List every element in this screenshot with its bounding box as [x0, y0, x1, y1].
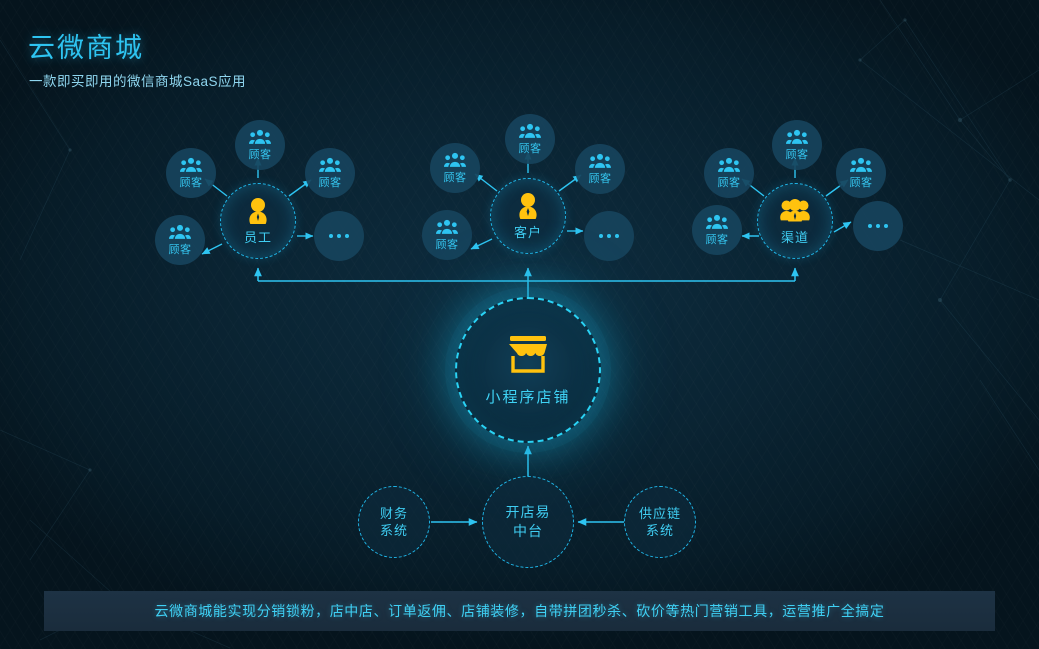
system-node-label: 财务 系统	[380, 505, 408, 539]
system-label-line1: 财务	[379, 506, 408, 521]
single-person-icon	[245, 197, 271, 225]
list-item[interactable]: 顾客	[836, 148, 886, 198]
list-item-label: 顾客	[588, 172, 612, 185]
single-person-icon	[515, 192, 541, 220]
page-subtitle: 一款即买即用的微信商城SaaS应用	[29, 74, 247, 89]
list-item-label: 顾客	[518, 142, 542, 155]
ellipsis-icon	[599, 234, 619, 238]
list-item-label: 顾客	[318, 176, 342, 189]
list-item-label: 顾客	[717, 176, 741, 189]
list-item[interactable]: 顾客	[155, 215, 205, 265]
list-item[interactable]: 顾客	[430, 143, 480, 193]
group-people-icon	[169, 224, 191, 240]
group-people-icon	[319, 157, 341, 173]
cluster-hub-employee[interactable]: 员工	[220, 183, 296, 259]
list-item[interactable]: 顾客	[772, 120, 822, 170]
cluster-hub-label: 员工	[243, 229, 272, 245]
list-item-label: 顾客	[705, 233, 729, 246]
list-item[interactable]: 顾客	[704, 148, 754, 198]
list-item[interactable]: 顾客	[692, 205, 742, 255]
list-item[interactable]: 顾客	[575, 144, 625, 194]
group-people-icon	[780, 197, 810, 225]
group-people-icon	[444, 152, 466, 168]
group-people-icon	[589, 153, 611, 169]
list-item-label: 顾客	[849, 176, 873, 189]
ellipsis-icon	[868, 224, 888, 228]
list-item[interactable]	[314, 211, 364, 261]
system-label-line2: 系统	[379, 523, 408, 538]
footer-text: 云微商城能实现分销锁粉，店中店、订单返佣、店铺装修，自带拼团秒杀、砍价等热门营销…	[154, 603, 885, 619]
list-item-label: 顾客	[443, 171, 467, 184]
list-item[interactable]: 顾客	[235, 120, 285, 170]
cluster-hub-label: 渠道	[780, 229, 809, 245]
list-item-label: 顾客	[435, 238, 459, 251]
system-label-line1: 开店易	[505, 504, 551, 520]
footer-banner: 云微商城能实现分销锁粉，店中店、订单返佣、店铺装修，自带拼团秒杀、砍价等热门营销…	[44, 591, 995, 631]
group-people-icon	[249, 129, 271, 145]
cluster-hub-label: 客户	[513, 224, 542, 240]
list-item[interactable]: 顾客	[505, 114, 555, 164]
center-node-label: 小程序店铺	[485, 388, 571, 406]
group-people-icon	[706, 214, 728, 230]
list-item[interactable]: 顾客	[305, 148, 355, 198]
system-node-middle-platform[interactable]: 开店易 中台	[482, 476, 574, 568]
list-item-label: 顾客	[179, 176, 203, 189]
center-node-mini-program-shop[interactable]: 小程序店铺	[455, 297, 601, 443]
group-people-icon	[180, 157, 202, 173]
system-node-finance[interactable]: 财务 系统	[358, 486, 430, 558]
list-item-label: 顾客	[785, 148, 809, 161]
system-label-line2: 中台	[513, 523, 543, 539]
group-people-icon	[850, 157, 872, 173]
list-item[interactable]: 顾客	[422, 210, 472, 260]
system-node-label: 供应链 系统	[639, 505, 681, 539]
ellipsis-icon	[329, 234, 349, 238]
list-item-label: 顾客	[248, 148, 272, 161]
group-people-icon	[718, 157, 740, 173]
list-item[interactable]: 顾客	[166, 148, 216, 198]
list-item[interactable]	[584, 211, 634, 261]
system-label-line2: 系统	[645, 523, 674, 538]
cluster-hub-channel[interactable]: 渠道	[757, 183, 833, 259]
system-node-label: 开店易 中台	[506, 503, 551, 541]
storefront-icon	[505, 334, 551, 374]
list-item-label: 顾客	[168, 243, 192, 256]
group-people-icon	[786, 129, 808, 145]
group-people-icon	[519, 123, 541, 139]
cluster-hub-client[interactable]: 客户	[490, 178, 566, 254]
list-item[interactable]	[853, 201, 903, 251]
page-title: 云微商城	[28, 33, 144, 63]
system-label-line1: 供应链	[638, 506, 681, 521]
group-people-icon	[436, 219, 458, 235]
system-node-supply-chain[interactable]: 供应链 系统	[624, 486, 696, 558]
